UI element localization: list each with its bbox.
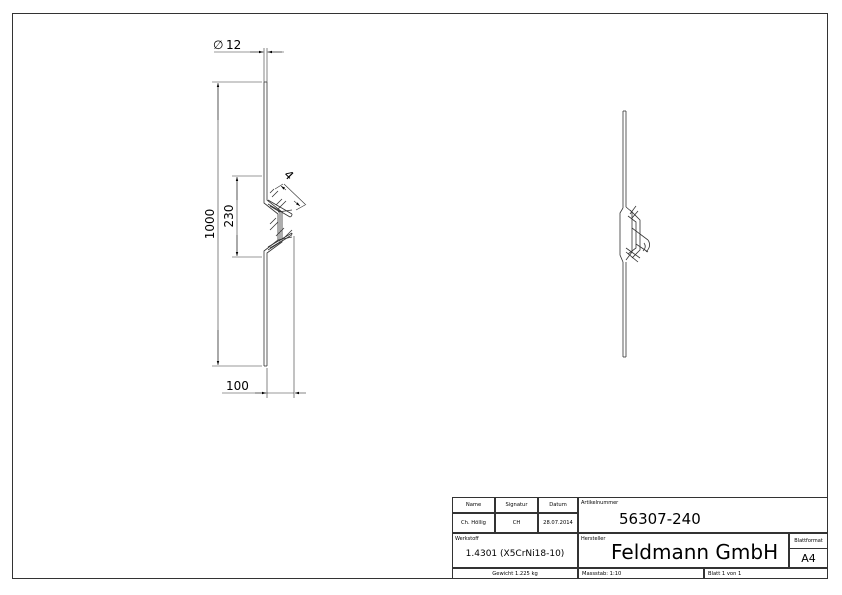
drawing-frame: [12, 13, 828, 579]
manufacturer-value: Feldmann GmbH: [611, 540, 779, 564]
manufacturer-cell: Hersteller Feldmann GmbH: [578, 533, 789, 568]
sheet-format-cell: Blattformat A4: [789, 533, 828, 568]
isometric-view: [619, 110, 650, 358]
front-view: [263, 81, 293, 367]
name-header: Name: [452, 497, 495, 513]
article-number: 56307-240: [619, 510, 701, 528]
article-cell: Artikelnummer 56307-240: [578, 497, 828, 533]
material-cell: Werkstoff 1.4301 (X5CrNi18-10): [452, 533, 578, 568]
name-value: Ch. Höllig: [452, 513, 495, 533]
hook-zone-value: 230: [222, 205, 236, 228]
material-value: 1.4301 (X5CrNi18-10): [465, 549, 565, 559]
sheet-number: Blatt 1 von 1: [704, 568, 828, 579]
weight: Gewicht 1.225 kg: [452, 568, 578, 579]
sheet-format-value: A4: [790, 548, 827, 567]
dimension-lines: [212, 48, 307, 398]
hook-offset-value: 4: [281, 168, 296, 183]
diameter-value: 12: [226, 38, 241, 52]
material-label: Werkstoff: [455, 536, 479, 542]
date-header: Datum: [538, 497, 578, 513]
dimension-texts: ∅ 12 1000 230 4 100: [203, 38, 296, 393]
total-length-value: 1000: [203, 209, 217, 240]
sheet-format-label: Blattformat: [794, 538, 823, 544]
date-value: 28.07.2014: [538, 513, 578, 533]
manufacturer-label: Hersteller: [581, 536, 606, 542]
scale: Massstab: 1:10: [578, 568, 704, 579]
diameter-symbol: ∅: [213, 38, 223, 52]
signature-header: Signatur: [495, 497, 538, 513]
signature-value: CH: [495, 513, 538, 533]
width-value: 100: [226, 379, 249, 393]
article-label: Artikelnummer: [581, 500, 619, 506]
